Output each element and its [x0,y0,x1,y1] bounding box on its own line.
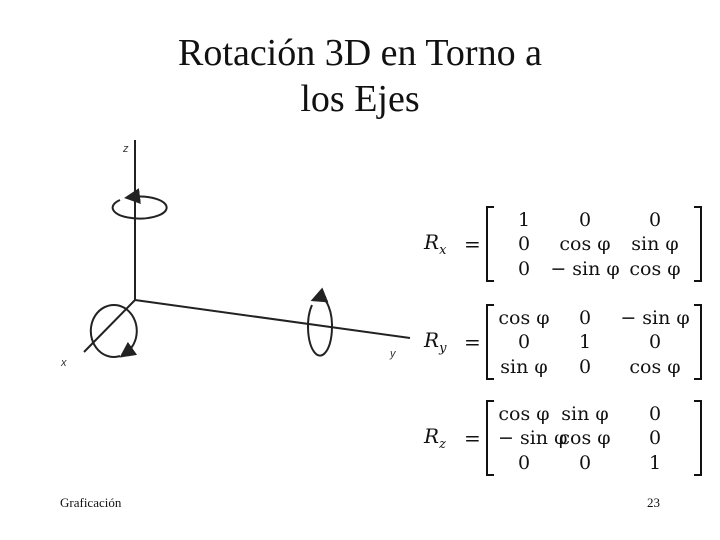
x-axis-label: x [60,357,67,369]
matrix-grid: 1 0 0 0 cos φ sin φ 0 − sin φ cos φ [494,207,694,281]
matrix-cell: cos φ [498,306,550,329]
matrix-cell: 0 [517,257,531,280]
title-line-1: Rotación 3D en Torno a [178,32,542,74]
right-bracket [694,304,702,380]
z-axis-label: z [122,143,129,155]
y-axis-label: y [389,348,397,360]
matrix-cell: sin φ [631,233,679,255]
left-bracket [486,400,494,476]
x-rotation-arrow [89,303,138,358]
z-rotation-arrow [111,188,168,220]
matrix-name: Rz [424,424,446,452]
matrix-cell: cos φ [629,257,681,280]
matrix-cell: 0 [648,208,662,231]
matrix-cell: − sin φ [498,427,568,449]
slide-title: Rotación 3D en Torno a los Ejes [0,30,720,122]
y-axis [134,299,411,339]
footer-page-number: 23 [647,495,660,510]
matrix-cell: 1 [648,451,662,474]
matrix-cell: 0 [517,451,531,474]
right-bracket [694,400,702,476]
y-rotation-arrow [307,287,334,357]
matrix-cell: 0 [578,306,592,329]
matrix-cell: − sin φ [550,257,620,280]
matrix-cell: 0 [517,233,531,255]
rotation-matrix-y: Ry = cos φ 0 − sin φ 0 1 0 sin φ 0 cos φ [424,304,702,380]
footer-course-name: Graficación [60,495,122,510]
matrix-grid: cos φ 0 − sin φ 0 1 0 sin φ 0 cos φ [494,305,694,379]
rotation-matrix-x: Rx = 1 0 0 0 cos φ sin φ 0 − sin φ cos φ [424,206,702,282]
matrix-cell: cos φ [559,233,611,255]
rotation-matrix-z: Rz = cos φ sin φ 0 − sin φ cos φ 0 0 0 1 [424,400,702,476]
title-line-2: los Ejes [300,78,420,120]
equals-sign: = [464,232,481,256]
matrix-cell: 0 [578,355,592,378]
equals-sign: = [464,426,481,450]
left-bracket [486,206,494,282]
matrix-cell: 0 [578,451,592,474]
matrix-cell: cos φ [629,355,681,378]
matrix-name: Ry [424,328,447,356]
matrix-cell: 0 [517,331,531,353]
matrix-cell: sin φ [500,355,548,378]
matrix-cell: 0 [648,427,662,449]
matrix-cell: 0 [648,402,662,425]
matrix-cell: cos φ [498,402,550,425]
matrix-cell: cos φ [559,427,611,449]
matrix-cell: 0 [648,331,662,353]
matrix-cell: 0 [578,208,592,231]
equals-sign: = [464,330,481,354]
matrix-cell: sin φ [561,402,609,425]
matrix-cell: − sin φ [620,306,690,329]
matrix-cell: 1 [578,331,592,353]
matrix-name: Rx [424,230,447,258]
left-bracket [486,304,494,380]
matrix-grid: cos φ sin φ 0 − sin φ cos φ 0 0 0 1 [494,401,694,475]
right-bracket [694,206,702,282]
matrix-cell: 1 [517,208,531,231]
